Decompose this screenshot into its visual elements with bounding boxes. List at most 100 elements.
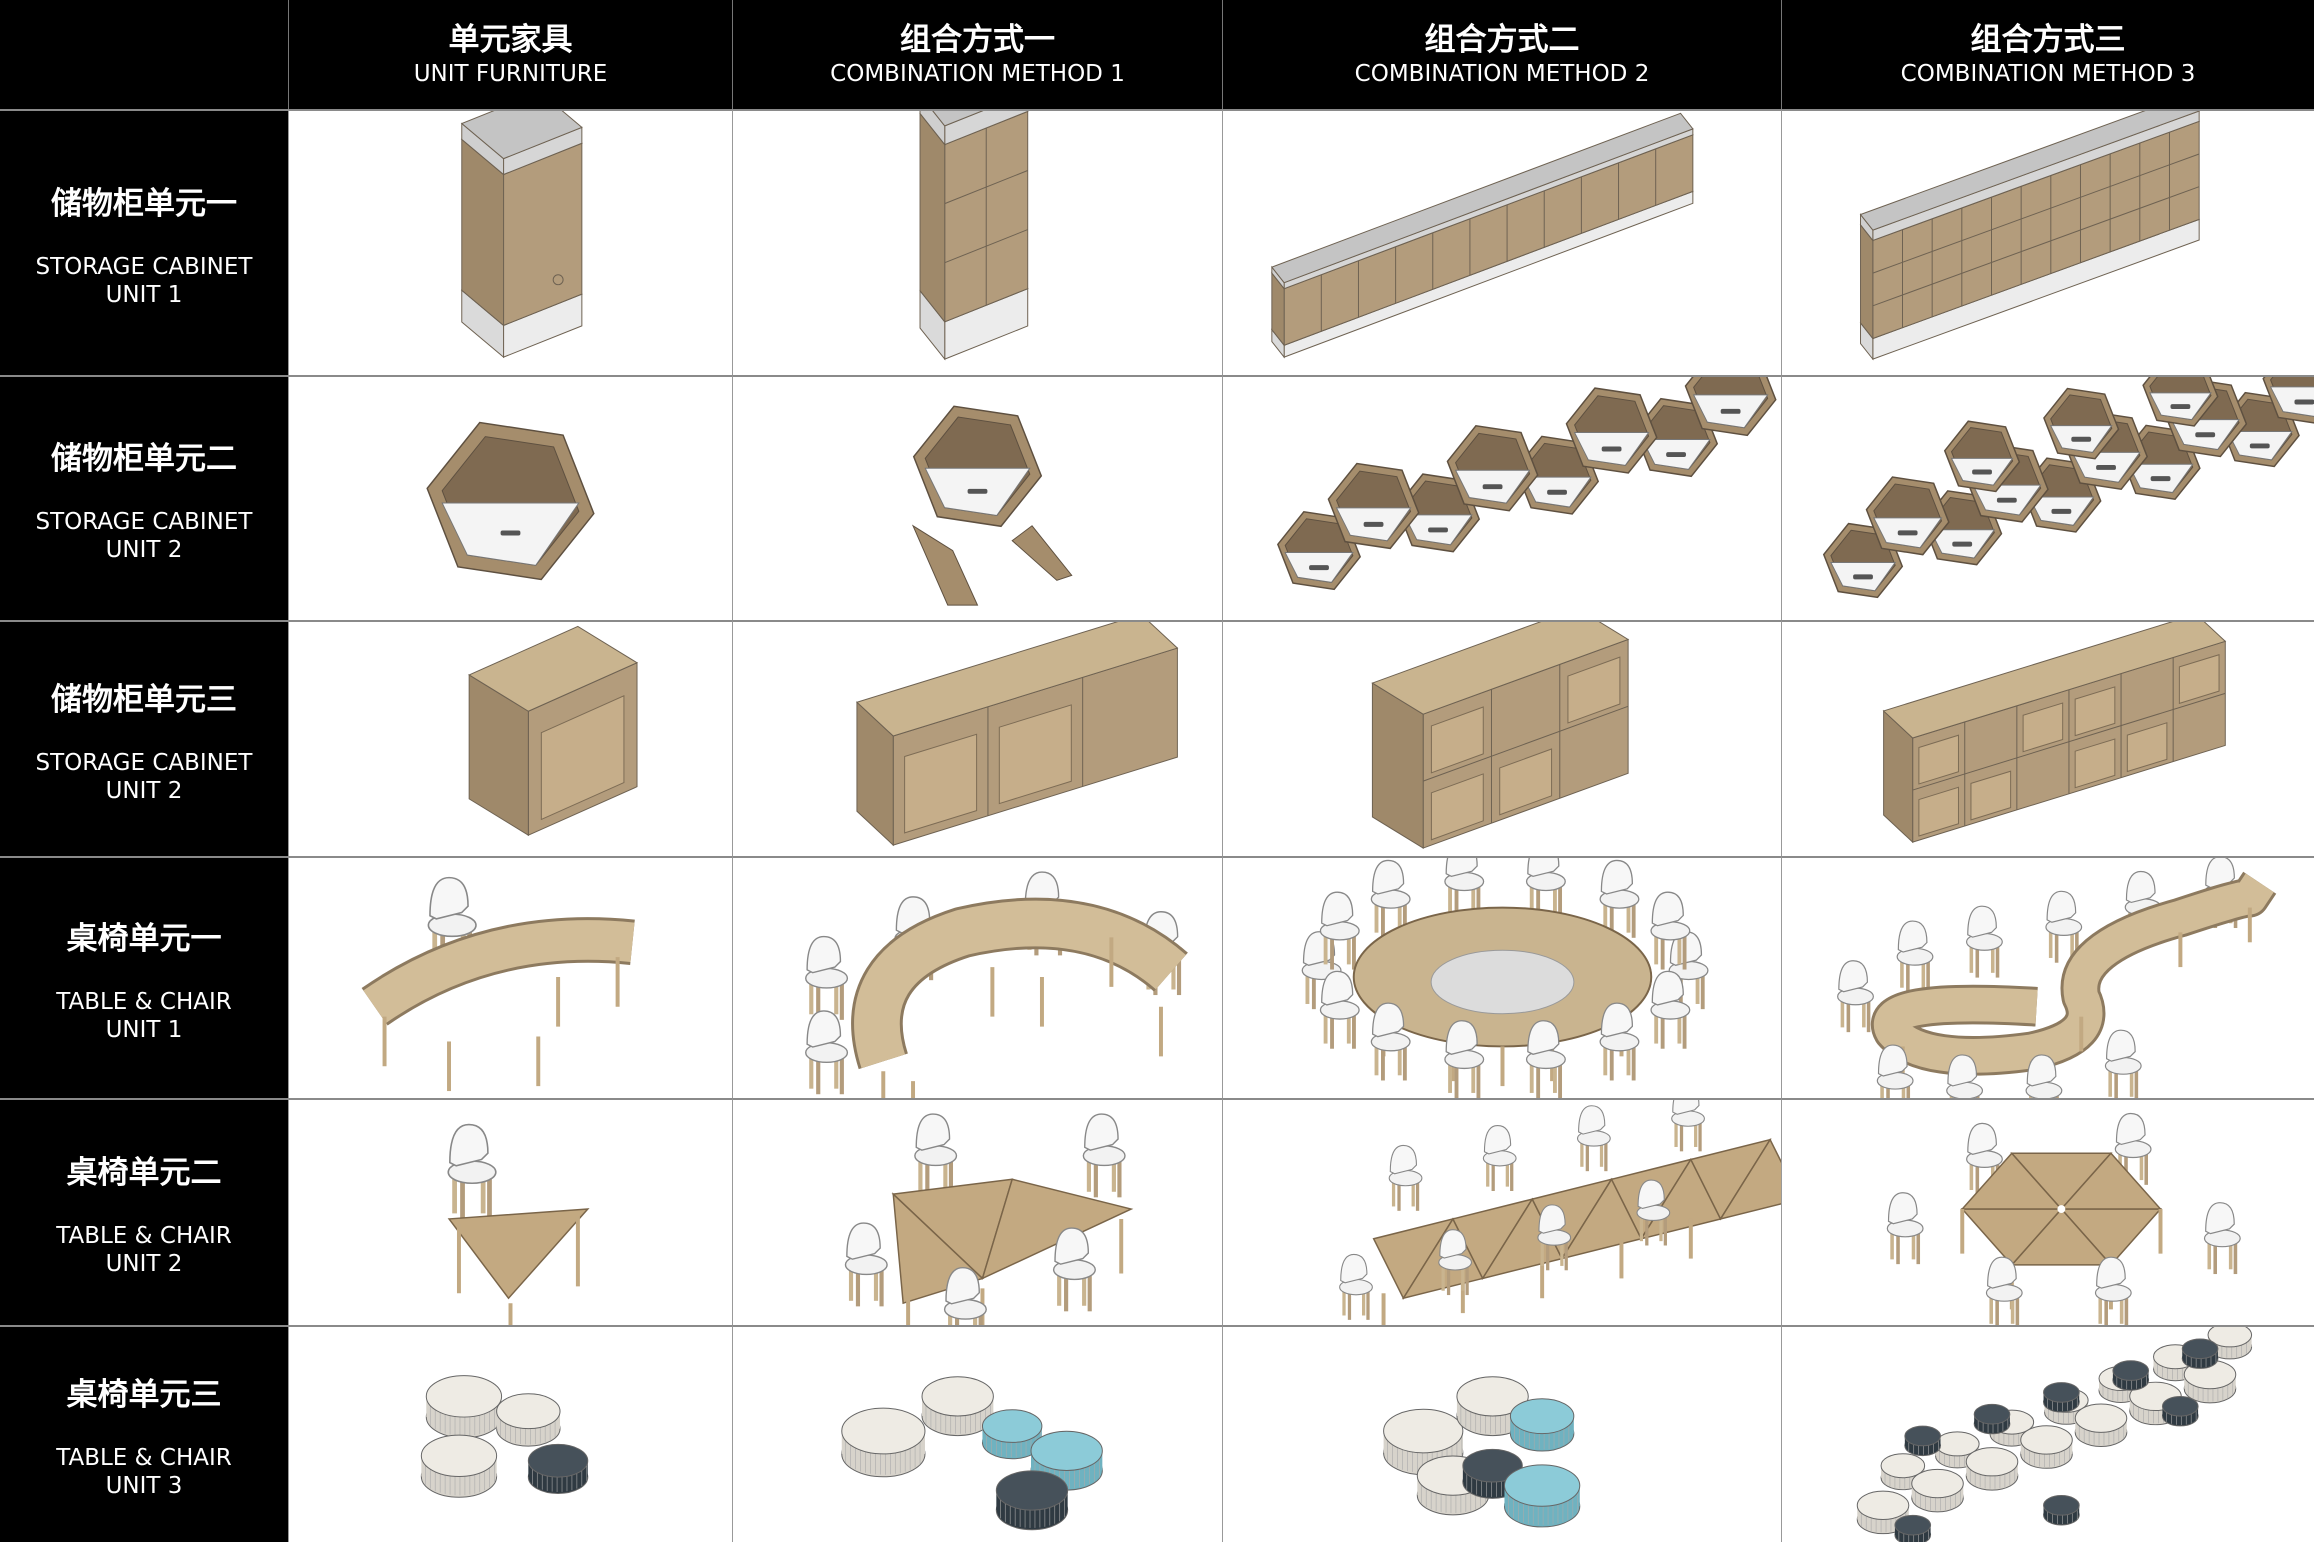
furniture-illustration xyxy=(447,1123,590,1325)
chair xyxy=(1876,1044,1914,1098)
chair xyxy=(1837,960,1874,1033)
row-label-zh: 桌椅单元一 xyxy=(66,920,222,957)
row-label-unit: UNIT 3 xyxy=(105,1473,183,1499)
row-label-unit: UNIT 1 xyxy=(105,1016,183,1043)
illustration-cell-r2-c2 xyxy=(732,375,1222,620)
chair xyxy=(1052,1227,1096,1312)
row-label: 储物柜单元二 STORAGE CABINET UNIT 2 xyxy=(0,375,288,620)
chair xyxy=(2104,1029,2142,1098)
chair xyxy=(1946,1054,1984,1098)
furniture-illustration xyxy=(1301,858,1709,1098)
row-label: 储物柜单元一 STORAGE CABINET UNIT 1 xyxy=(0,109,288,375)
row-label-zh: 桌椅单元二 xyxy=(66,1155,222,1191)
furniture-illustration xyxy=(1271,112,1694,359)
illustration-cell-r3-c3 xyxy=(1222,620,1781,856)
furniture-illustration xyxy=(1886,1112,2241,1325)
furniture-illustration xyxy=(911,405,1073,606)
chair xyxy=(1650,970,1691,1049)
row-label-zh: 储物柜单元一 xyxy=(51,185,237,222)
header-title-en: COMBINATION METHOD 1 xyxy=(830,60,1125,87)
chair xyxy=(1339,1253,1373,1320)
header-title-en: COMBINATION METHOD 2 xyxy=(1354,60,1650,87)
chair xyxy=(805,1010,849,1095)
illustration-cell-r1-c2 xyxy=(732,109,1222,375)
chair xyxy=(1671,1100,1705,1152)
furniture-illustration xyxy=(844,1113,1134,1325)
chair xyxy=(1082,1113,1126,1198)
furniture-illustration xyxy=(468,625,639,837)
row-label-unit: UNIT 2 xyxy=(105,537,183,563)
chair xyxy=(1319,891,1360,970)
chair xyxy=(2045,890,2083,963)
furniture-illustration xyxy=(420,1375,589,1498)
header-combination-3: 组合方式三 COMBINATION METHOD 3 xyxy=(1781,0,2314,109)
illustration-cell-r4-c1 xyxy=(288,856,732,1098)
furniture-illustration xyxy=(1276,377,1777,591)
furniture-illustration xyxy=(1837,858,2277,1098)
illustration-cell-r4-c2 xyxy=(732,856,1222,1098)
chair xyxy=(914,1113,958,1198)
illustration-cell-r3-c2 xyxy=(732,620,1222,856)
illustration-cell-r5-c3 xyxy=(1222,1098,1781,1325)
row-label: 桌椅单元三 TABLE & CHAIR UNIT 3 xyxy=(0,1325,288,1542)
furniture-illustration xyxy=(841,1376,1103,1531)
row-label-zh: 储物柜单元二 xyxy=(51,441,237,477)
row-label-en: STORAGE CABINET xyxy=(35,749,253,776)
chair xyxy=(1444,1020,1485,1098)
header-title-zh: 组合方式一 xyxy=(900,21,1055,58)
row-label-zh: 储物柜单元三 xyxy=(51,681,237,718)
header-title-en: COMBINATION METHOD 3 xyxy=(1900,60,2196,87)
chair xyxy=(943,1267,987,1325)
chair xyxy=(1650,891,1691,970)
illustration-cell-r3-c4 xyxy=(1781,620,2314,856)
header-corner xyxy=(0,0,288,109)
row-label-en: STORAGE CABINET xyxy=(35,253,253,280)
chair xyxy=(2025,1054,2063,1098)
row-label-unit: UNIT 2 xyxy=(105,1251,183,1277)
chair xyxy=(1370,1002,1411,1081)
chair xyxy=(2203,1202,2241,1275)
chair xyxy=(1886,1192,1924,1265)
illustration-cell-r2-c1 xyxy=(288,375,732,620)
furniture-illustration xyxy=(1371,622,1630,849)
illustration-cell-r1-c4 xyxy=(1781,109,2314,375)
header-title-zh: 组合方式三 xyxy=(1970,21,2126,58)
row-label-en: TABLE & CHAIR xyxy=(56,1445,232,1471)
row-label: 储物柜单元三 STORAGE CABINET UNIT 2 xyxy=(0,620,288,856)
illustration-cell-r6-c1 xyxy=(288,1325,732,1542)
illustration-cell-r4-c3 xyxy=(1222,856,1781,1098)
illustration-cell-r5-c2 xyxy=(732,1098,1222,1325)
chair xyxy=(1965,905,2003,978)
chair xyxy=(1438,1229,1473,1296)
header-title-zh: 组合方式二 xyxy=(1424,21,1580,58)
furniture-illustration xyxy=(460,111,583,359)
header-unit-furniture: 单元家具 UNIT FURNITURE xyxy=(288,0,732,109)
chair xyxy=(1537,1204,1572,1271)
illustration-cell-r4-c4 xyxy=(1781,856,2314,1098)
furniture-illustration xyxy=(1856,1327,2253,1542)
furniture-illustration xyxy=(855,622,1179,847)
illustration-cell-r2-c3 xyxy=(1222,375,1781,620)
chair xyxy=(844,1222,888,1307)
row-label-en: STORAGE CABINET xyxy=(35,509,253,535)
chair xyxy=(1388,1144,1423,1211)
chair xyxy=(1525,1020,1566,1098)
chair xyxy=(1319,970,1360,1049)
row-label-unit: UNIT 1 xyxy=(105,281,183,308)
illustration-cell-r2-c4 xyxy=(1781,375,2314,620)
furniture-illustration xyxy=(805,871,1188,1098)
chair xyxy=(1576,1105,1611,1172)
row-label-en: TABLE & CHAIR xyxy=(56,988,232,1015)
row-label: 桌椅单元二 TABLE & CHAIR UNIT 2 xyxy=(0,1098,288,1325)
chair xyxy=(1599,1002,1640,1081)
chair xyxy=(1525,858,1566,921)
chair xyxy=(1636,1179,1671,1246)
chair xyxy=(1985,1256,2023,1325)
row-label-zh: 桌椅单元三 xyxy=(66,1377,222,1413)
header-combination-1: 组合方式一 COMBINATION METHOD 1 xyxy=(732,0,1222,109)
chair xyxy=(805,935,849,1020)
chair xyxy=(1482,1125,1517,1191)
header-title-zh: 单元家具 xyxy=(448,21,573,58)
chair xyxy=(1896,920,1934,993)
